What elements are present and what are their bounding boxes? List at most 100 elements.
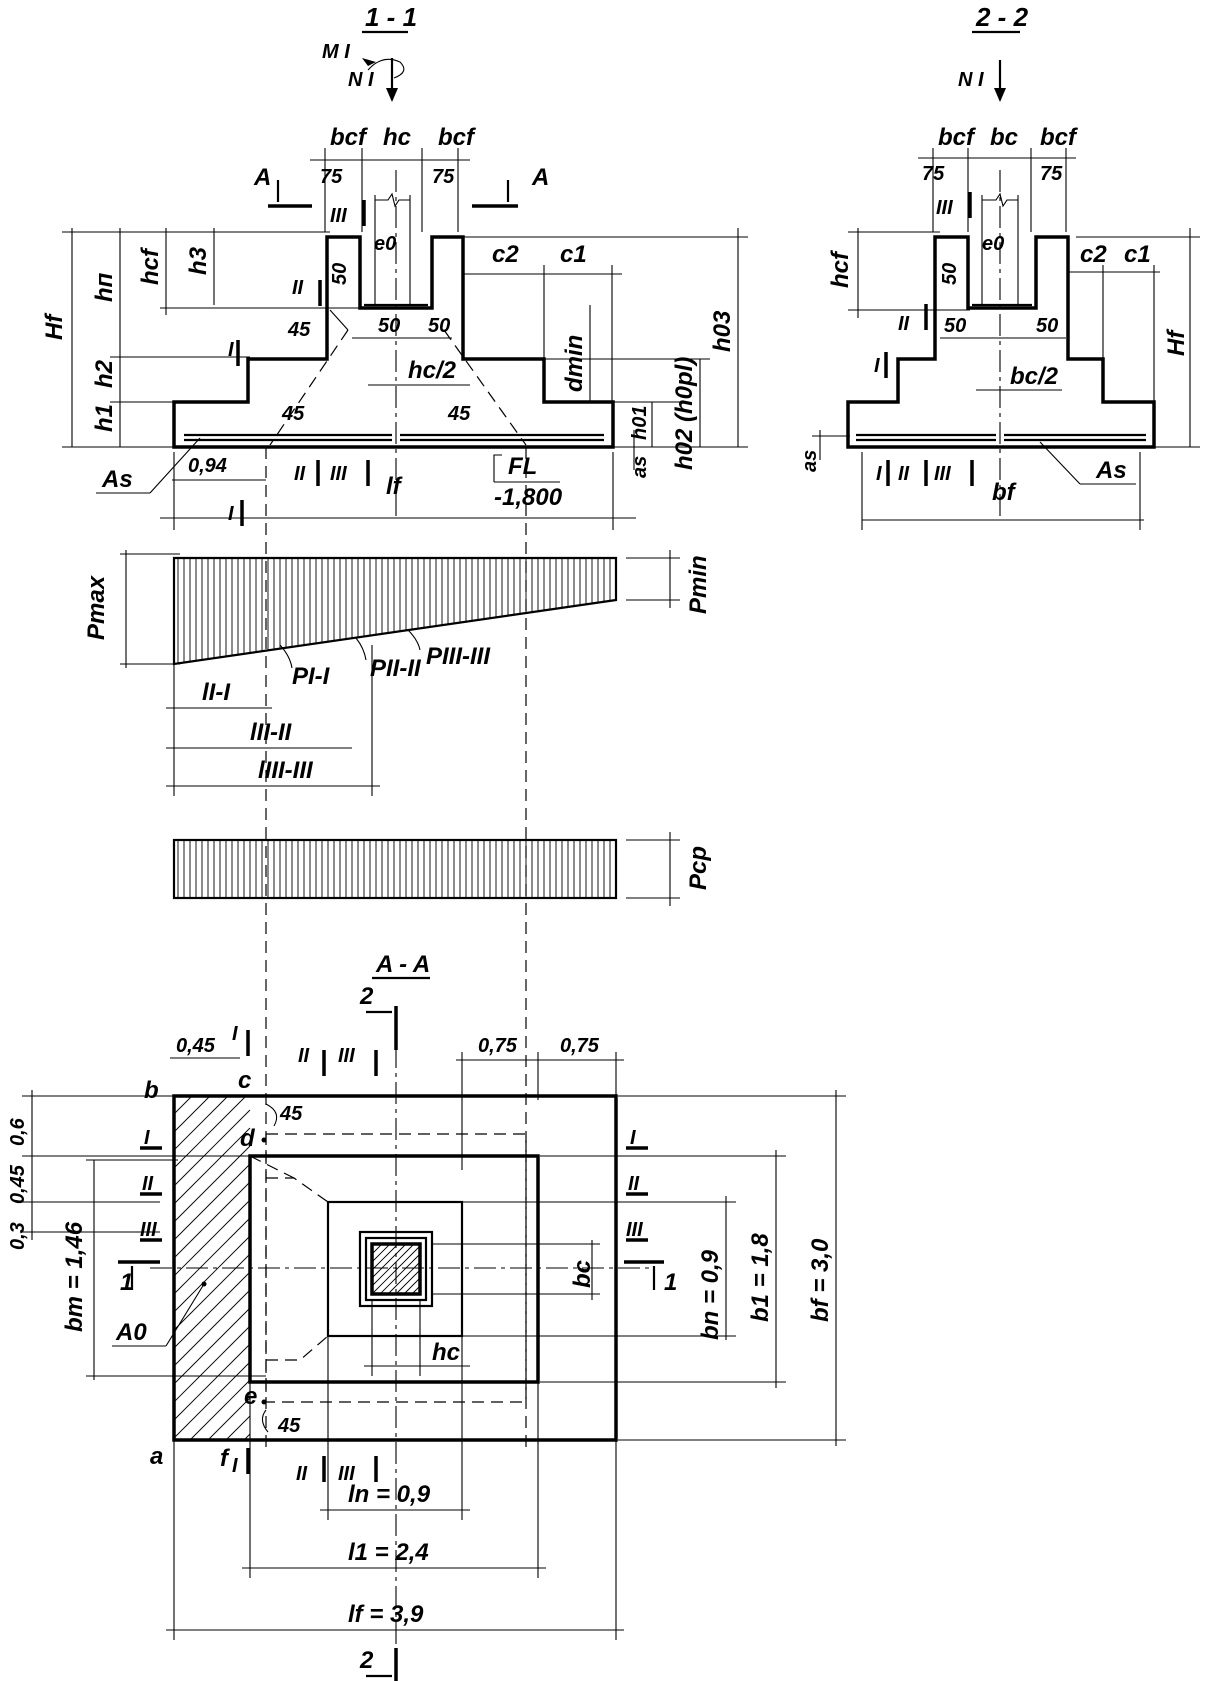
a0-hatching — [173, 1095, 251, 1441]
mark-III: III — [330, 205, 347, 227]
a0-hatch-line — [173, 1109, 251, 1187]
l-II-label: lII-II — [250, 719, 293, 746]
hp-label: hп — [91, 272, 118, 302]
hc-plan-label: hc — [432, 1339, 460, 1366]
a0-hatch-line — [173, 1095, 211, 1133]
dim-50-vert-2: 50 — [939, 263, 961, 285]
angle-45-plan-bottom: 45 — [277, 1415, 301, 1437]
cut-1-left: 1 — [120, 1269, 133, 1296]
column-hatch-line — [371, 1243, 383, 1255]
c2-label-2: c2 — [1080, 241, 1107, 268]
pyramid-diag-bl — [266, 1335, 329, 1361]
angle-45-left: 45 — [281, 403, 305, 425]
P-III-leader — [407, 629, 421, 651]
dim-03: 0,3 — [7, 1222, 29, 1250]
mark-II-top: II — [298, 1045, 310, 1067]
a0-hatch-line — [173, 1095, 247, 1169]
a0-hatch-line — [173, 1095, 229, 1151]
point-e-dot — [261, 1399, 267, 1405]
a0-hatch-line — [173, 1145, 251, 1223]
moment-arrow — [367, 58, 405, 79]
lf-plan-label: lf = 3,9 — [348, 1601, 424, 1628]
P-III-label: PIII-III — [426, 643, 491, 670]
h02-label: h02 (h0pl) — [671, 357, 698, 470]
column-hatch-line — [395, 1269, 421, 1295]
average-rect — [172, 838, 618, 900]
dim-75-right: 75 — [432, 166, 455, 188]
As-label-2: As — [1095, 457, 1127, 484]
mark-I-top: I — [232, 1023, 238, 1045]
e0-label-2: e0 — [982, 233, 1004, 255]
column-hatch-line — [387, 1261, 421, 1295]
bc-label: bc — [990, 124, 1018, 151]
a0-hatch-line — [173, 1325, 251, 1403]
a0-hatch-line — [173, 1343, 251, 1421]
column2-break — [982, 192, 1018, 208]
hc-half-label: hc/2 — [408, 357, 457, 384]
a0-hatch-line — [173, 1127, 251, 1205]
A0-dot — [201, 1281, 207, 1287]
as-label-2: as — [799, 450, 821, 472]
mark-I: I — [228, 339, 234, 361]
point-f: f — [220, 1445, 230, 1472]
a0-hatch-line — [173, 1095, 193, 1115]
dim-75-right-2: 75 — [1040, 163, 1063, 185]
l-III-label: lIII-III — [258, 757, 314, 784]
bcf-right-label: bcf — [438, 124, 476, 151]
column-hatch-line — [371, 1243, 391, 1263]
a0-hatch-line — [173, 1217, 251, 1295]
e0-label: e0 — [374, 233, 396, 255]
a0-hatch-line — [173, 1271, 251, 1349]
dim-50-a-2: 50 — [944, 315, 966, 337]
a0-hatch-line — [173, 1307, 251, 1385]
plan-step-rect — [248, 1154, 540, 1384]
As-leader — [149, 437, 201, 494]
c1-label: c1 — [560, 241, 587, 268]
plan-outer-rect — [172, 1094, 618, 1442]
mark-II-left: II — [142, 1173, 154, 1195]
Pcp-label: Pcp — [685, 846, 712, 890]
a0-hatch-line — [173, 1181, 251, 1259]
pressure-trapezoid — [172, 556, 618, 666]
mark-III-left: III — [140, 1219, 157, 1241]
dim-06: 0,6 — [7, 1117, 29, 1146]
Hf-label-2: Hf — [1163, 329, 1190, 356]
hcf-label: hcf — [137, 247, 164, 285]
dim-50-b: 50 — [428, 315, 450, 337]
As2-leader — [1039, 441, 1081, 485]
a0-hatch-line — [207, 1397, 251, 1441]
moment-arrowhead — [362, 58, 376, 66]
b1-label: b1 = 1,8 — [747, 1233, 774, 1322]
section-2-2-title: 2 - 2 — [975, 2, 1029, 32]
dim-045-v: 0,45 — [7, 1164, 29, 1204]
pyramid-diag-tl — [266, 1177, 329, 1203]
FL-leader — [493, 454, 502, 482]
mark-I-right: I — [630, 1127, 636, 1149]
a0-hatch-line — [173, 1361, 251, 1439]
As-label: As — [101, 466, 133, 493]
dim-075-a: 0,75 — [478, 1035, 518, 1057]
h3-label: h3 — [185, 246, 212, 275]
Hf-label: Hf — [41, 313, 68, 340]
hcf-label-2: hcf — [827, 250, 854, 288]
marks2-III: III — [934, 463, 951, 485]
P-II-label: PII-II — [370, 655, 422, 682]
point-a: a — [150, 1443, 163, 1470]
l-I-label: lI-I — [202, 679, 231, 706]
foundation-section-outline — [172, 235, 615, 449]
a0-hatch-line — [189, 1379, 251, 1441]
point-b: b — [144, 1077, 159, 1104]
section-1-1: 1 - 1 M I N I A A bcf hc bcf 75 75 III e… — [41, 2, 748, 530]
mark-II-bottom-plan: II — [296, 1463, 308, 1485]
A0-leader — [165, 1283, 205, 1347]
bn-label: bn = 0,9 — [697, 1249, 724, 1340]
mark-III-2: III — [936, 197, 953, 219]
a0-hatch-line — [173, 1235, 251, 1313]
P-II-leader — [355, 637, 367, 661]
mark-III-bottom-plan: III — [338, 1463, 355, 1485]
mark-III-top: III — [338, 1045, 355, 1067]
column-hatch-line — [371, 1243, 407, 1279]
h01-label: h01 — [629, 406, 651, 440]
h1-label: h1 — [91, 404, 118, 432]
